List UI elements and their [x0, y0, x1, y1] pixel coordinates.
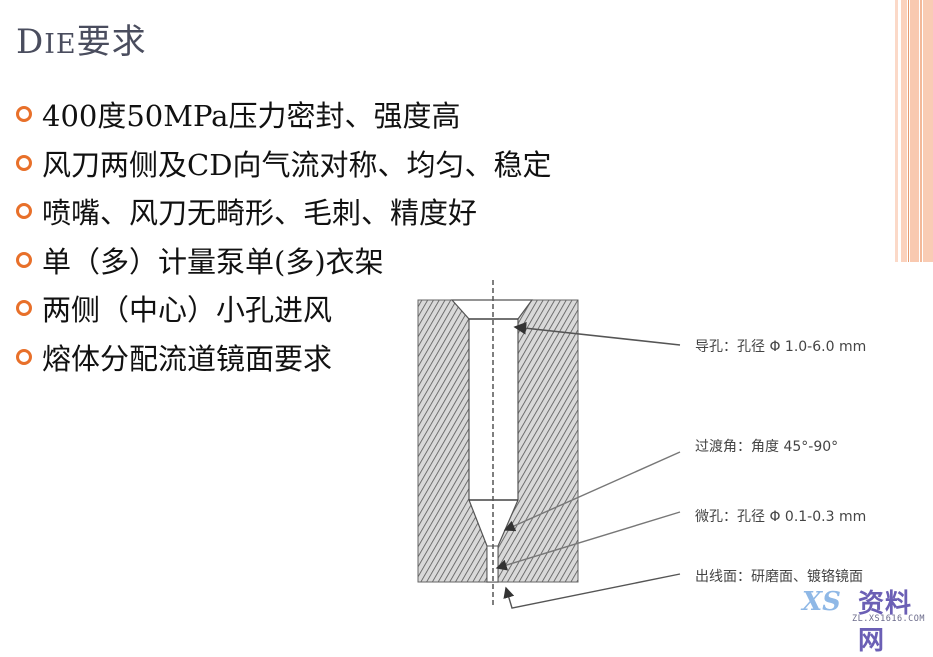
label-transition-angle: 过渡角：角度 45°-90°	[695, 439, 839, 455]
bullet-ring-icon	[16, 106, 32, 123]
bullet-ring-icon	[16, 348, 32, 365]
label-guide-hole: 导孔：孔径 Φ 1.0-6.0 mm	[695, 339, 867, 355]
bullet-item: 风刀两侧及CD向气流对称、均匀、稳定	[16, 139, 551, 188]
bullet-text: 熔体分配流道镜面要求	[42, 341, 333, 376]
title-rest: IE	[44, 29, 77, 60]
bullet-text: 单（多）计量泵单(多)衣架	[42, 244, 384, 279]
bullet-item: 单（多）计量泵单(多)衣架	[16, 236, 551, 285]
bullet-ring-icon	[16, 203, 32, 220]
watermark: XS 资料网 ZL.XS1616.COM	[800, 583, 930, 656]
bullet-ring-icon	[16, 154, 32, 171]
bullet-text: 400度50MPa压力密封、强度高	[42, 99, 461, 134]
bullet-item: 两侧（中心）小孔进风	[16, 284, 551, 333]
bullet-item: 喷嘴、风刀无畸形、毛刺、精度好	[16, 187, 551, 236]
label-micro-hole: 微孔：孔径 Φ 0.1-0.3 mm	[695, 509, 867, 525]
die-cross-section-drawing	[417, 280, 681, 609]
title-cjk: 要求	[76, 22, 147, 62]
label-exit-surface: 出线面：研磨面、镀铬镜面	[695, 569, 863, 585]
bullet-text: 两侧（中心）小孔进风	[42, 293, 333, 328]
bullet-ring-icon	[16, 300, 32, 317]
bullet-item: 熔体分配流道镜面要求	[16, 333, 551, 382]
bullet-text: 风刀两侧及CD向气流对称、均匀、稳定	[42, 147, 552, 182]
bullet-ring-icon	[16, 251, 32, 268]
watermark-logo-icon: XS	[802, 587, 841, 617]
bullet-list: 400度50MPa压力密封、强度高 风刀两侧及CD向气流对称、均匀、稳定 喷嘴、…	[16, 90, 551, 381]
watermark-url: ZL.XS1616.COM	[852, 614, 926, 624]
die-diagram: 导孔：孔径 Φ 1.0-6.0 mm 过渡角：角度 45°-90° 微孔：孔径 …	[400, 262, 933, 632]
title-initial: D	[16, 22, 45, 62]
bullet-item: 400度50MPa压力密封、强度高	[16, 90, 551, 139]
page-title: DIE要求	[16, 14, 147, 63]
bullet-text: 喷嘴、风刀无畸形、毛刺、精度好	[42, 196, 478, 231]
